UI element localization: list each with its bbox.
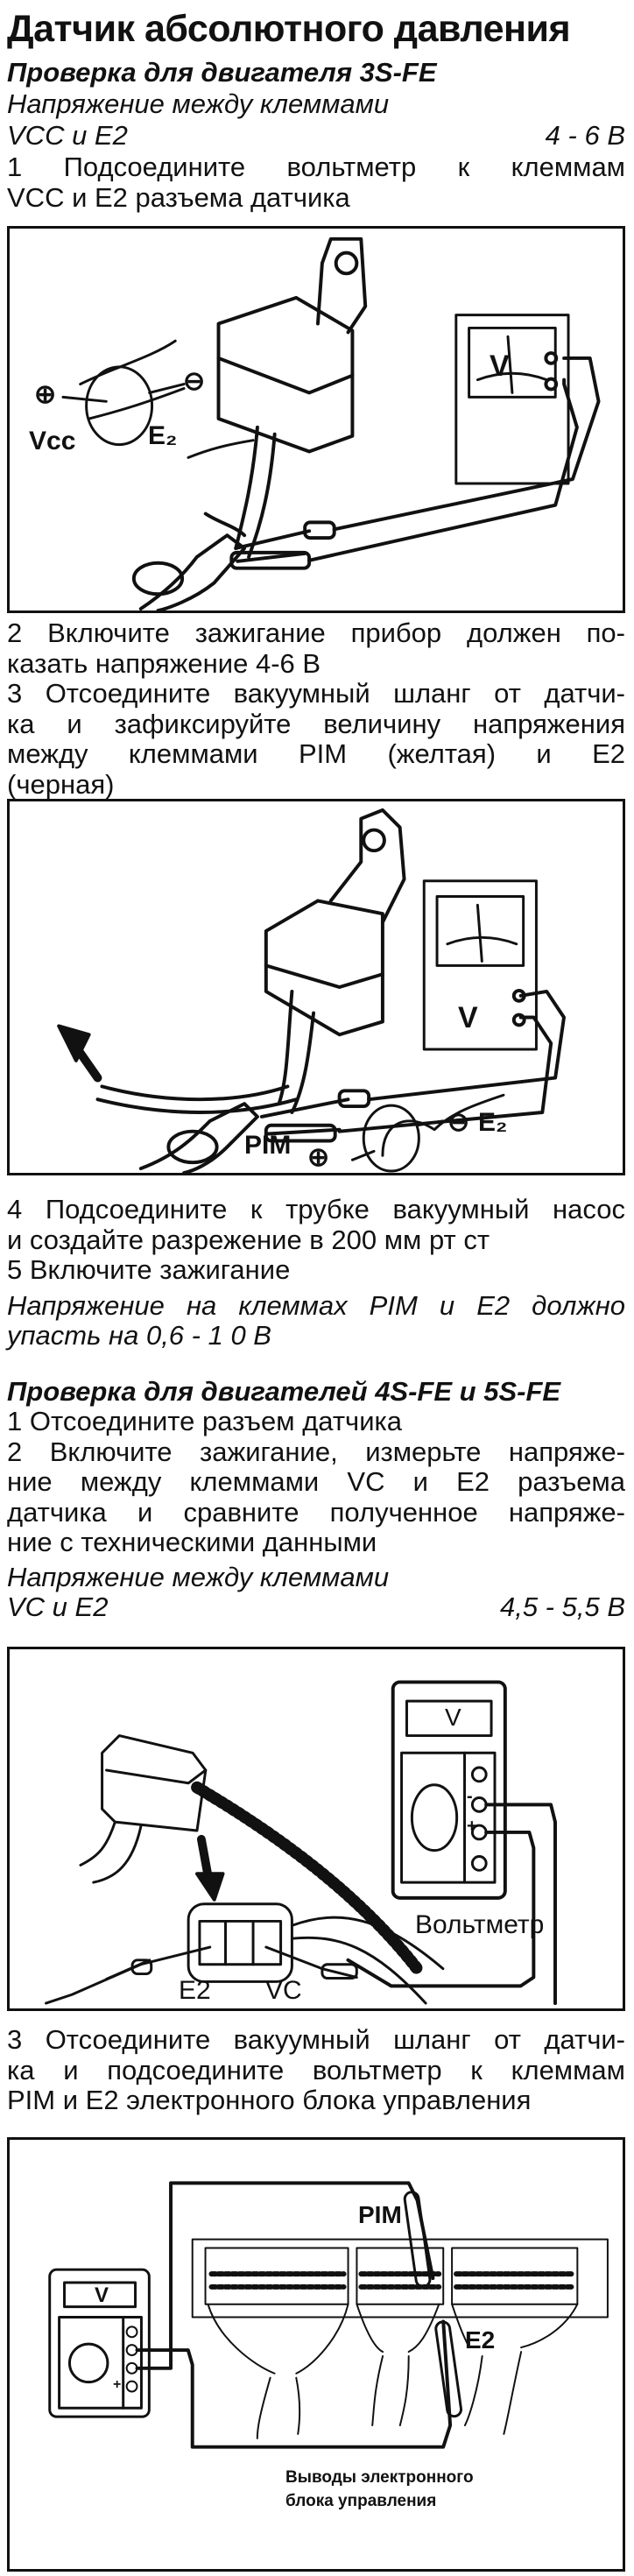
e2-label: E2: [465, 2326, 496, 2354]
spec-terminals: VC и E2: [7, 1591, 109, 1622]
e2-label: E2: [179, 1976, 211, 2005]
text-line: Напряжение на клеммах PIM и E2 должно: [7, 1290, 625, 1321]
minus-symbol: -: [467, 1787, 473, 1806]
section2-spec-row: VC и E2 4,5 - 5,5 В: [7, 1592, 625, 1622]
figure-voltmeter-pim-e2: V PIM ⊕ ⊖ E₂: [7, 799, 625, 1175]
section1-spec-row: VCC и E2 4 - 6 В: [7, 121, 625, 151]
text-line: упасть на 0,6 - 1 0 В: [7, 1320, 271, 1351]
section1-step2: 2 Включите зажигание прибор должен по- к…: [7, 618, 625, 679]
section2-step3: 3 Отсоедините вакуумный шланг от датчи- …: [7, 2024, 625, 2116]
text-line: 3 Отсоедините вакуумный шланг от датчи-: [7, 678, 625, 709]
meter-v-label: V: [490, 349, 510, 383]
text-line: ка и зафиксируйте величину напряжения: [7, 708, 625, 739]
minus-symbol: ⊖: [447, 1108, 470, 1137]
section1-step1: 1 Подсоедините вольтметр к клеммам VCC и…: [7, 152, 625, 213]
ecu-terminals-caption: Выводы электронного блока управления: [285, 2466, 474, 2513]
section1-heading: Проверка для двигателя 3S-FE: [7, 57, 437, 88]
e2-label: E₂: [148, 421, 178, 450]
text-line: 1 Подсоедините вольтметр к клеммам: [7, 152, 625, 182]
text-line: VCC и E2 разъема датчика: [7, 181, 350, 213]
vcc-label: Vcc: [29, 427, 76, 455]
spec-terminals: VCC и E2: [7, 120, 128, 151]
e2-label: E₂: [478, 1108, 508, 1137]
meter-v-label: V: [445, 1704, 461, 1731]
minus-symbol: ⊖: [183, 367, 206, 396]
text-line: ние с техническими данными: [7, 1527, 377, 1557]
diagram-sensor-vacuum: [57, 808, 566, 1173]
section1-note: Напряжение на клеммах PIM и E2 должно уп…: [7, 1291, 625, 1351]
text-line: казать напряжение 4-6 В: [7, 647, 321, 679]
plus-symbol: +: [113, 2377, 122, 2392]
page-title: Датчик абсолютного давления: [7, 8, 571, 50]
section2-spec-label: Напряжение между клеммами: [7, 1562, 390, 1592]
section1-spec-label: Напряжение между клеммами: [7, 88, 390, 119]
diagram-sensor-voltmeter: [61, 236, 601, 610]
pim-label: PIM: [358, 2201, 402, 2228]
caption-line: Выводы электронного: [285, 2468, 474, 2487]
text-line: 1 Отсоедините разъем датчика: [7, 1406, 403, 1436]
plus-symbol: +: [467, 1817, 477, 1836]
figure-voltmeter-vc-e2: V - + Вольтметр E2 VC: [7, 1647, 625, 2011]
voltmeter-label: Вольтметр: [415, 1910, 545, 1939]
section2-heading: Проверка для двигателей 4S-FE и 5S-FE: [7, 1376, 561, 1407]
section2-steps: 1 Отсоедините разъем датчика 2 Включите …: [7, 1406, 625, 1558]
text-line: 4 Подсоедините к трубке вакуумный насос: [7, 1194, 625, 1224]
section1-step3: 3 Отсоедините вакуумный шланг от датчи- …: [7, 678, 625, 800]
spec-value: 4,5 - 5,5 В: [499, 1591, 625, 1622]
text-line: между клеммами PIM (желтая) и E2: [7, 738, 625, 769]
text-line: датчика и сравните полученное напряже-: [7, 1496, 625, 1528]
text-line: PIM и E2 электронного блока управления: [7, 2085, 532, 2115]
plus-symbol: ⊕: [34, 380, 57, 409]
figure-ecu-pim-e2: V + PIM E2 Выводы электронного блока упр…: [7, 2137, 625, 2572]
meter-v-label: V: [95, 2283, 109, 2307]
text-line: ка и подсоедините вольтметр к клеммам: [7, 2054, 625, 2086]
vc-label: VC: [265, 1976, 302, 2005]
figure-voltmeter-vcc-e2: ⊕ ⊖ Vcc E₂ V: [7, 226, 625, 613]
spec-value: 4 - 6 В: [545, 120, 625, 151]
section1-step4: 4 Подсоедините к трубке вакуумный насос …: [7, 1194, 625, 1286]
text-line: 3 Отсоедините вакуумный шланг от датчи-: [7, 2024, 625, 2055]
diagram-connector-voltmeter: [45, 1680, 557, 2006]
text-line: и создайте разрежение в 200 мм рт ст: [7, 1224, 490, 1255]
caption-line: блока управления: [285, 2492, 437, 2510]
text-line: (черная): [7, 768, 115, 800]
meter-v-label: V: [458, 1001, 478, 1034]
text-line: 5 Включите зажигание: [7, 1254, 291, 1285]
pim-label: PIM: [244, 1131, 292, 1160]
text-line: ние между клеммами VC и E2 разъема: [7, 1466, 625, 1497]
plus-symbol: ⊕: [307, 1143, 330, 1172]
text-line: 2 Включите зажигание прибор должен по-: [7, 618, 625, 648]
text-line: 2 Включите зажигание, измерьте напряже-: [7, 1436, 625, 1467]
diagram-ecu-voltmeter: [48, 2181, 609, 2449]
